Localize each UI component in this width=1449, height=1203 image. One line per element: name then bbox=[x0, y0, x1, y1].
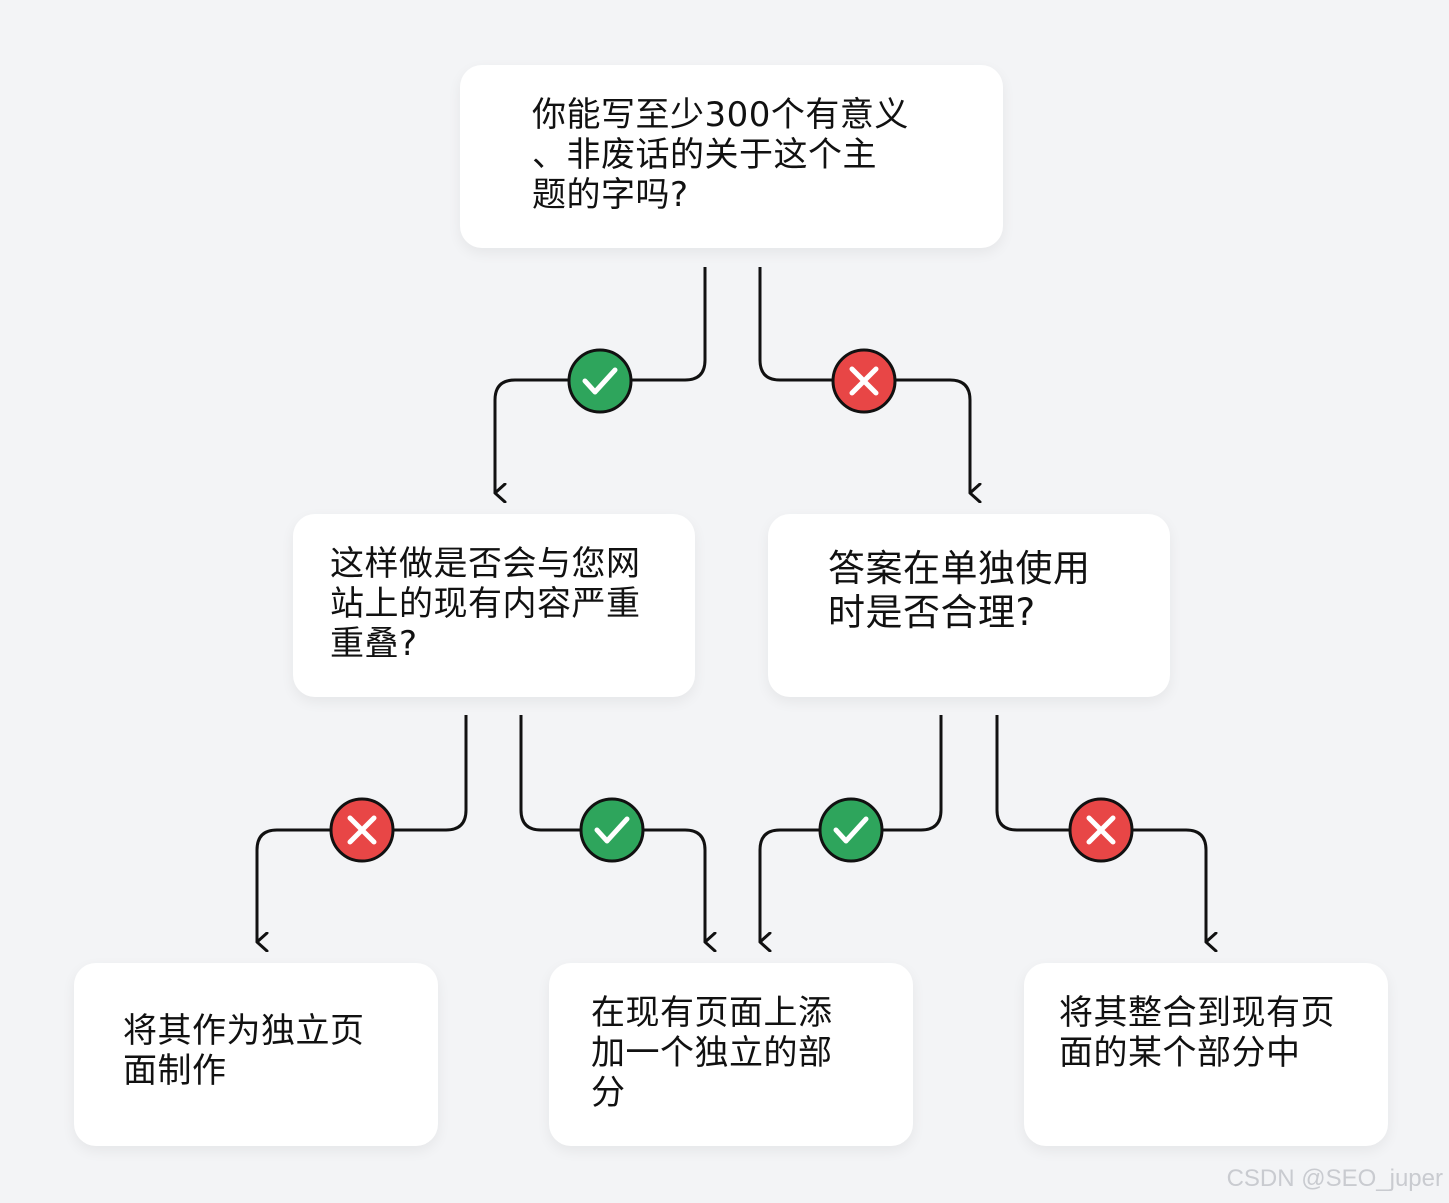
node-add-section: 在现有页面上添 加一个独立的部 分 bbox=[549, 963, 913, 1146]
node-own-page: 将其作为独立页 面制作 bbox=[74, 963, 438, 1146]
node-merge: 将其整合到现有页 面的某个部分中 bbox=[1024, 963, 1388, 1146]
node-root-question: 你能写至少300个有意义 、非废话的关于这个主 题的字吗? bbox=[460, 65, 1003, 248]
check-icon bbox=[818, 797, 884, 863]
check-icon bbox=[579, 797, 645, 863]
check-icon bbox=[567, 348, 633, 414]
node-merge-text: 将其整合到现有页 面的某个部分中 bbox=[1059, 993, 1335, 1073]
x-icon bbox=[1068, 797, 1134, 863]
node-overlap-question: 这样做是否会与您网 站上的现有内容严重 重叠? bbox=[293, 514, 695, 697]
node-standalone-text: 答案在单独使用 时是否合理? bbox=[828, 547, 1091, 634]
node-standalone-question: 答案在单独使用 时是否合理? bbox=[768, 514, 1170, 697]
node-root-text: 你能写至少300个有意义 、非废话的关于这个主 题的字吗? bbox=[532, 95, 909, 215]
x-icon bbox=[329, 797, 395, 863]
node-own-page-text: 将其作为独立页 面制作 bbox=[123, 1011, 365, 1091]
watermark: CSDN @SEO_juper bbox=[1226, 1165, 1443, 1192]
node-add-section-text: 在现有页面上添 加一个独立的部 分 bbox=[591, 993, 833, 1113]
node-overlap-text: 这样做是否会与您网 站上的现有内容严重 重叠? bbox=[330, 544, 641, 664]
x-icon bbox=[831, 348, 897, 414]
